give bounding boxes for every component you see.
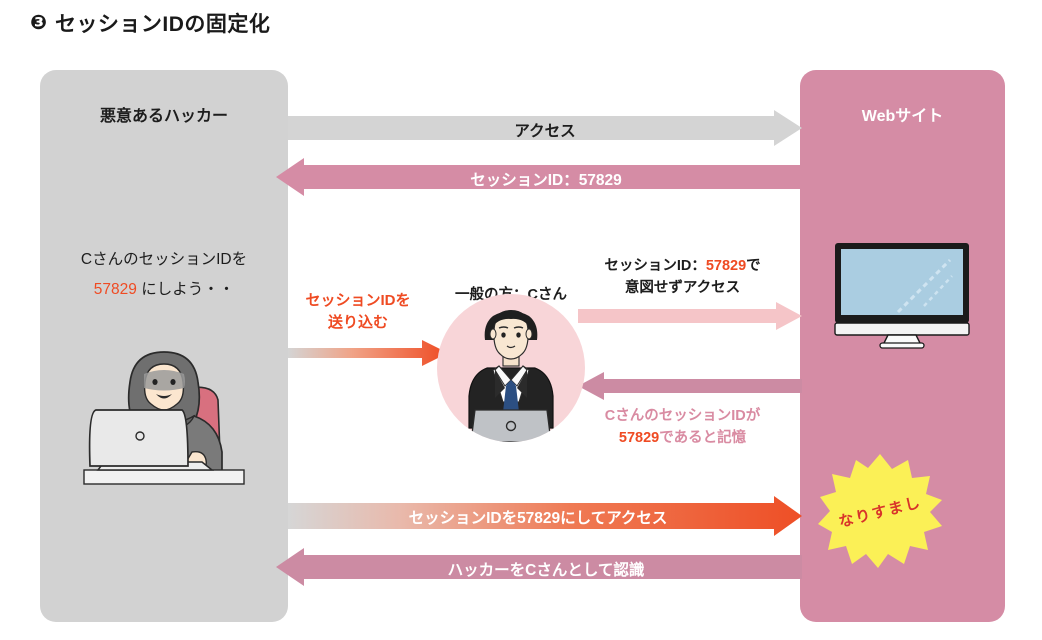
arrow-session-id-reply xyxy=(276,158,802,196)
arrow-recognize-as-c xyxy=(276,548,802,586)
arrow-access xyxy=(288,110,802,146)
unintended-access-line2: 意図せずアクセス xyxy=(624,280,741,296)
remember-session-id: 57829 xyxy=(618,430,660,446)
arrow-remember-session xyxy=(578,372,802,400)
hacker-note-line2: 57829 にしよう・・ xyxy=(40,275,288,305)
hacker-note-session-id: 57829 xyxy=(93,281,137,298)
hacker-panel-title: 悪意あるハッカー xyxy=(99,108,228,125)
arrow-unintended-access xyxy=(578,302,802,330)
remember-tail: であると記憶 xyxy=(659,430,747,446)
desktop-monitor-icon xyxy=(834,243,970,349)
arrow-inject-session-id xyxy=(288,340,448,366)
impersonation-starburst: なりすまし xyxy=(818,452,942,570)
unintended-access-line1: セッションID：57829で xyxy=(575,255,790,277)
inject-session-id-text: セッションIDを 送り込む xyxy=(288,290,428,334)
hacker-panel: 悪意あるハッカー CさんのセッションIDを 57829 にしよう・・ xyxy=(40,70,288,622)
hacker-note-line2-tail: にしよう・・ xyxy=(136,281,235,298)
inject-session-id-line2: 送り込む xyxy=(327,314,388,331)
businessman-at-laptop-icon xyxy=(468,310,554,442)
unintended-head: セッションID： xyxy=(604,258,706,274)
unintended-access-text: セッションID：57829で 意図せずアクセス xyxy=(575,255,790,299)
unintended-session-id: 57829 xyxy=(705,258,747,274)
page-title: ❸ セッションIDの固定化 xyxy=(30,8,270,38)
person-circle xyxy=(437,294,585,442)
hacker-note-line1: CさんのセッションIDを xyxy=(80,251,248,268)
title-number-badge: ❸ xyxy=(30,12,47,34)
arrow-session-id-reply-label: セッションID：57829 xyxy=(470,172,622,189)
remember-session-line2: 57829であると記憶 xyxy=(575,427,790,449)
arrow-access-label: アクセス xyxy=(514,123,576,140)
arrow-recognize-as-c-label: ハッカーをCさんとして認識 xyxy=(447,562,645,579)
inject-session-id-line1: セッションIDを xyxy=(305,292,411,309)
arrow-access-with-session-id xyxy=(288,496,802,536)
starburst-shape-icon xyxy=(818,454,942,568)
unintended-tail: で xyxy=(746,258,761,274)
hooded-hacker-at-laptop-icon xyxy=(83,351,245,485)
remember-session-text: CさんのセッションIDが 57829であると記憶 xyxy=(575,405,790,449)
hacker-note-text: CさんのセッションIDを 57829 にしよう・・ xyxy=(40,245,288,305)
arrow-access-with-session-id-label: セッションIDを57829にしてアクセス xyxy=(408,510,668,527)
title-label: セッションIDの固定化 xyxy=(54,13,271,36)
remember-session-line1: CさんのセッションIDが xyxy=(604,408,761,424)
website-panel-title: Webサイト xyxy=(861,108,944,125)
